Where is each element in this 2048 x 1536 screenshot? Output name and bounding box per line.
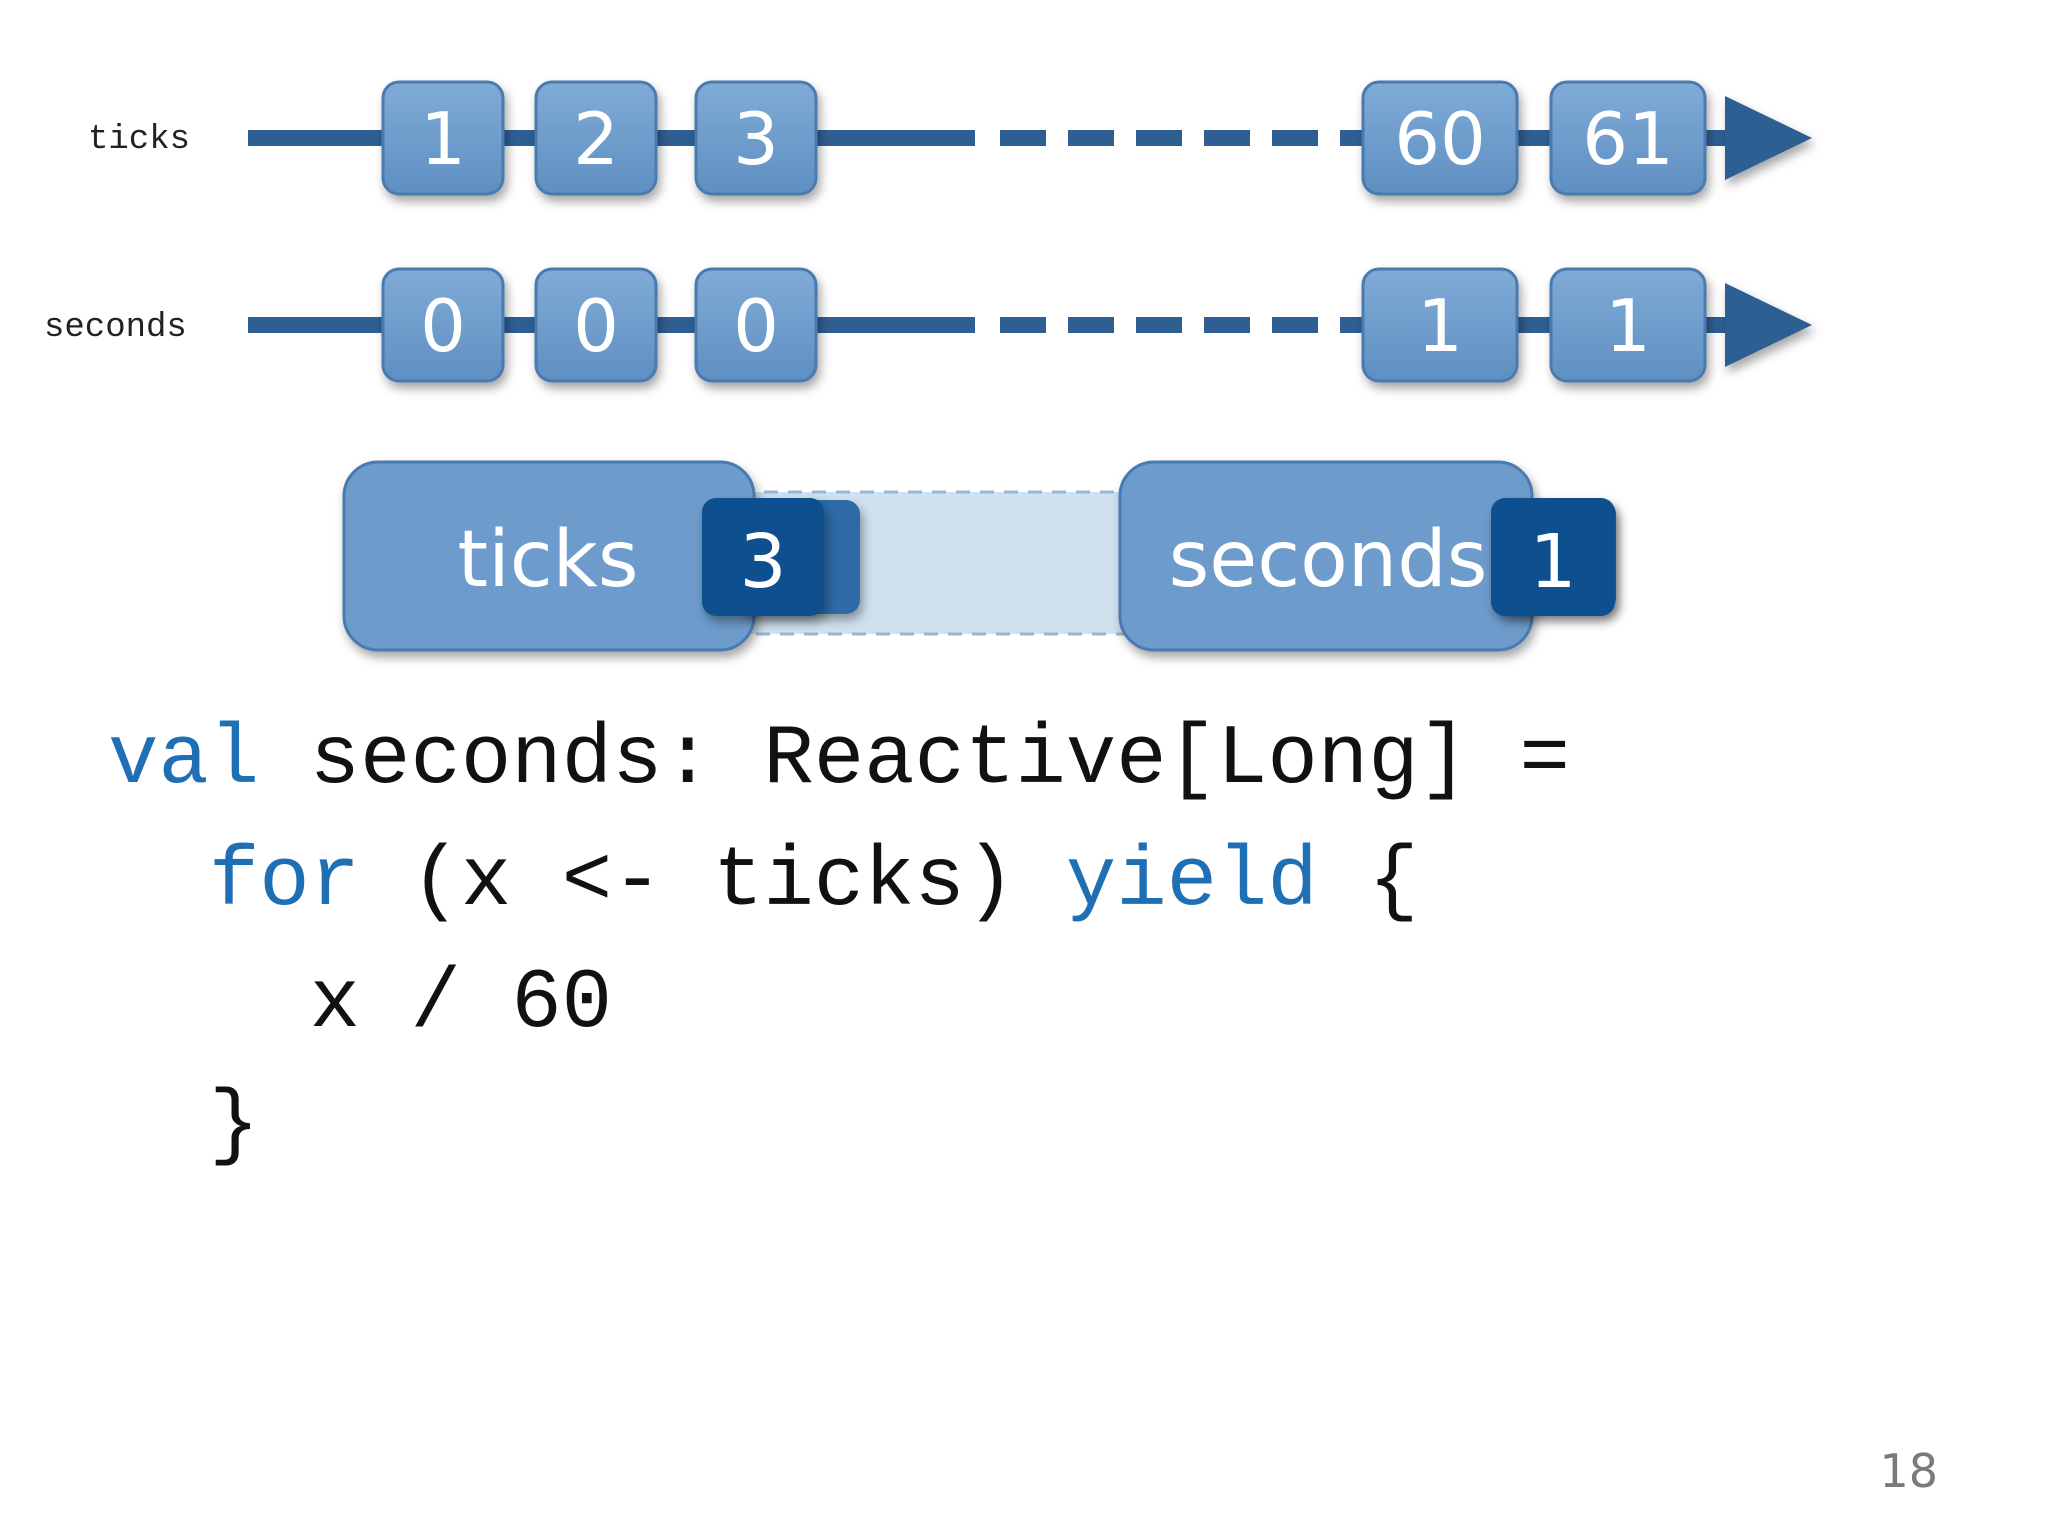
svg-text:0: 0 xyxy=(573,284,619,368)
svg-text:2: 2 xyxy=(573,97,619,181)
code-keyword: for xyxy=(208,835,361,930)
stream-seconds: seconds 0 0 0 1 1 xyxy=(44,267,1812,383)
stream-label-seconds: seconds xyxy=(44,309,187,347)
svg-text:1: 1 xyxy=(1417,284,1463,368)
code-indent xyxy=(108,835,209,930)
svg-text:3: 3 xyxy=(739,519,786,605)
stream-ticks: ticks 1 2 3 60 61 xyxy=(88,80,1812,196)
code-text: { xyxy=(1317,835,1419,930)
event-box: 1 xyxy=(1549,267,1707,383)
event-box: 60 xyxy=(1361,80,1519,196)
signal-seconds: seconds 0 1 xyxy=(1118,460,1616,652)
stream-label-ticks: ticks xyxy=(88,121,190,159)
code-line-4: } xyxy=(108,1079,260,1174)
event-box: 0 xyxy=(381,267,505,383)
signal-label: seconds xyxy=(1169,515,1488,605)
signal-value: 1 xyxy=(1491,498,1615,616)
timeline-arrow-icon xyxy=(1725,96,1812,180)
signal-ticks: ticks 1 3 xyxy=(342,460,860,652)
event-box: 1 xyxy=(381,80,505,196)
event-box: 2 xyxy=(534,80,658,196)
event-box: 61 xyxy=(1549,80,1707,196)
code-text: seconds: Reactive[Long] = xyxy=(259,713,1570,808)
code-block: val seconds: Reactive[Long] = for (x <- … xyxy=(108,700,1570,1188)
svg-text:61: 61 xyxy=(1582,97,1674,181)
code-line-3: x / 60 xyxy=(108,957,613,1052)
svg-text:1: 1 xyxy=(420,97,466,181)
svg-text:1: 1 xyxy=(1529,519,1576,605)
svg-text:60: 60 xyxy=(1394,97,1486,181)
code-line-1: val seconds: Reactive[Long] = xyxy=(108,700,1570,822)
signal-label: ticks xyxy=(458,515,639,605)
event-box: 1 xyxy=(1361,267,1519,383)
event-box: 0 xyxy=(694,267,818,383)
page-number: 18 xyxy=(1879,1444,1938,1498)
svg-text:1: 1 xyxy=(1605,284,1651,368)
signal-value: 3 xyxy=(702,498,824,616)
svg-text:3: 3 xyxy=(733,97,779,181)
event-box: 3 xyxy=(694,80,818,196)
svg-text:0: 0 xyxy=(733,284,779,368)
svg-text:0: 0 xyxy=(420,284,466,368)
code-keyword: yield xyxy=(1065,835,1318,930)
code-keyword: val xyxy=(108,713,260,808)
code-line-2: for (x <- ticks) yield { xyxy=(108,822,1570,944)
event-box: 0 xyxy=(534,267,658,383)
code-text: (x <- ticks) xyxy=(360,835,1066,930)
timeline-arrow-icon xyxy=(1725,283,1812,367)
